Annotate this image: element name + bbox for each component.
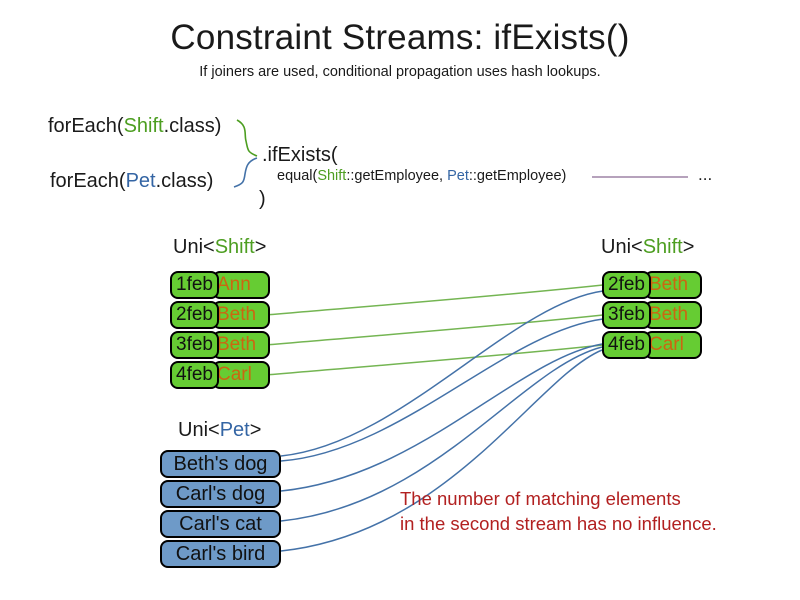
brace-icon [233, 119, 258, 188]
shift-name-cell: Carl [212, 361, 270, 389]
table-row: Beth 3feb [170, 331, 270, 359]
shift-name-cell: Beth [644, 301, 702, 329]
code-pet-type: Pet [447, 168, 469, 184]
right-shift-table-label: Uni<Shift> [601, 236, 695, 258]
shift-name-cell: Carl [644, 331, 702, 359]
code-text: forEach( [50, 170, 126, 192]
list-item: Carl's dog [160, 480, 281, 508]
shift-date-cell: 3feb [170, 331, 219, 359]
note-text: The number of matching elements in the s… [400, 486, 717, 536]
table-row: Beth 2feb [170, 301, 270, 329]
shift-name-cell: Beth [212, 301, 270, 329]
table-row: Carl 4feb [602, 331, 702, 359]
code-text: forEach( [48, 115, 124, 137]
code-ellipsis: ... [698, 165, 713, 184]
left-shift-table-label: Uni<Shift> [173, 236, 267, 258]
shift-date-cell: 4feb [170, 361, 219, 389]
table-row: Beth 3feb [602, 301, 702, 329]
code-text: .class) [155, 170, 214, 192]
shift-date-cell: 3feb [602, 301, 651, 329]
list-item: Beth's dog [160, 450, 281, 478]
code-text: equal( [277, 168, 318, 184]
note-line-1: The number of matching elements [400, 488, 681, 509]
code-shift-type: Shift [123, 115, 164, 137]
subtitle: If joiners are used, conditional propaga… [199, 64, 601, 80]
code-equal: equal(Shift::getEmployee, Pet::getEmploy… [277, 168, 566, 184]
code-pet-type: Pet [125, 170, 156, 192]
code-text: .class) [163, 115, 222, 137]
page-title: Constraint Streams: ifExists() [170, 18, 630, 57]
table-row: Beth 2feb [602, 271, 702, 299]
code-text: ::getEmployee) [468, 168, 567, 184]
shift-name-cell: Beth [644, 271, 702, 299]
shift-date-cell: 4feb [602, 331, 651, 359]
pet-match-lines [280, 290, 604, 552]
list-item: Carl's cat [160, 510, 281, 538]
pet-table-label: Uni<Pet> [178, 419, 262, 441]
shift-date-cell: 2feb [602, 271, 651, 299]
list-item: Carl's bird [160, 540, 281, 568]
shift-date-cell: 1feb [170, 271, 219, 299]
table-row: Carl 4feb [170, 361, 270, 389]
note-line-2: in the second stream has no influence. [400, 513, 717, 534]
table-row: Ann 1feb [170, 271, 270, 299]
shift-name-cell: Beth [212, 331, 270, 359]
code-foreach-shift: forEach(Shift.class) [48, 115, 221, 138]
code-close-paren: ) [259, 188, 266, 210]
shift-date-cell: 2feb [170, 301, 219, 329]
code-shift-type: Shift [317, 168, 347, 184]
code-ifexists: .ifExists( [262, 144, 338, 166]
shift-match-lines [265, 284, 604, 376]
shift-name-cell: Ann [212, 271, 270, 299]
code-foreach-pet: forEach(Pet.class) [50, 170, 213, 193]
code-text: ::getEmployee, [346, 168, 448, 184]
